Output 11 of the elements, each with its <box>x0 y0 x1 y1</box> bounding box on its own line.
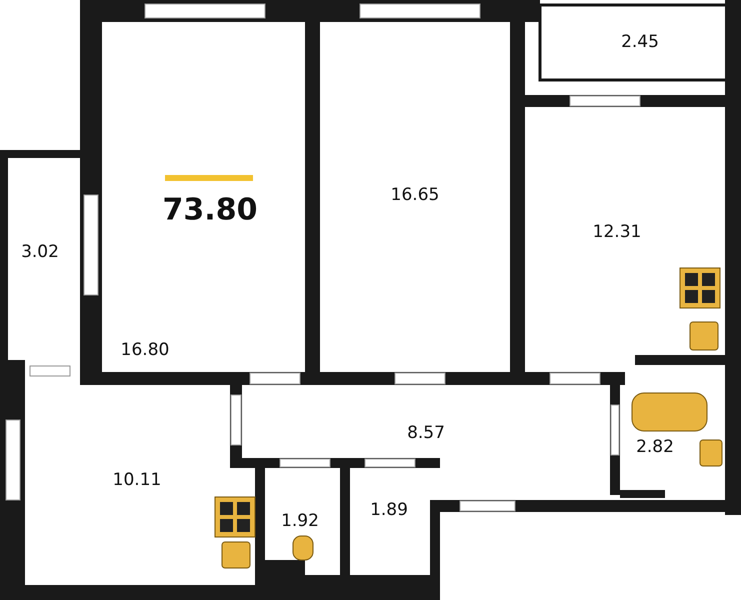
area-label: 1.92 <box>281 511 319 531</box>
area-label: 2.45 <box>621 32 659 52</box>
area-label: 16.65 <box>390 185 440 205</box>
total-area: 73.80 <box>162 192 258 228</box>
area-label: 3.02 <box>21 242 59 262</box>
area-label: 10.11 <box>112 470 162 490</box>
area-label: 16.80 <box>120 340 170 360</box>
area-label: 2.82 <box>636 437 674 457</box>
area-label: 12.31 <box>592 222 642 242</box>
area-label: 8.57 <box>407 423 445 443</box>
area-label: 1.89 <box>370 500 408 520</box>
